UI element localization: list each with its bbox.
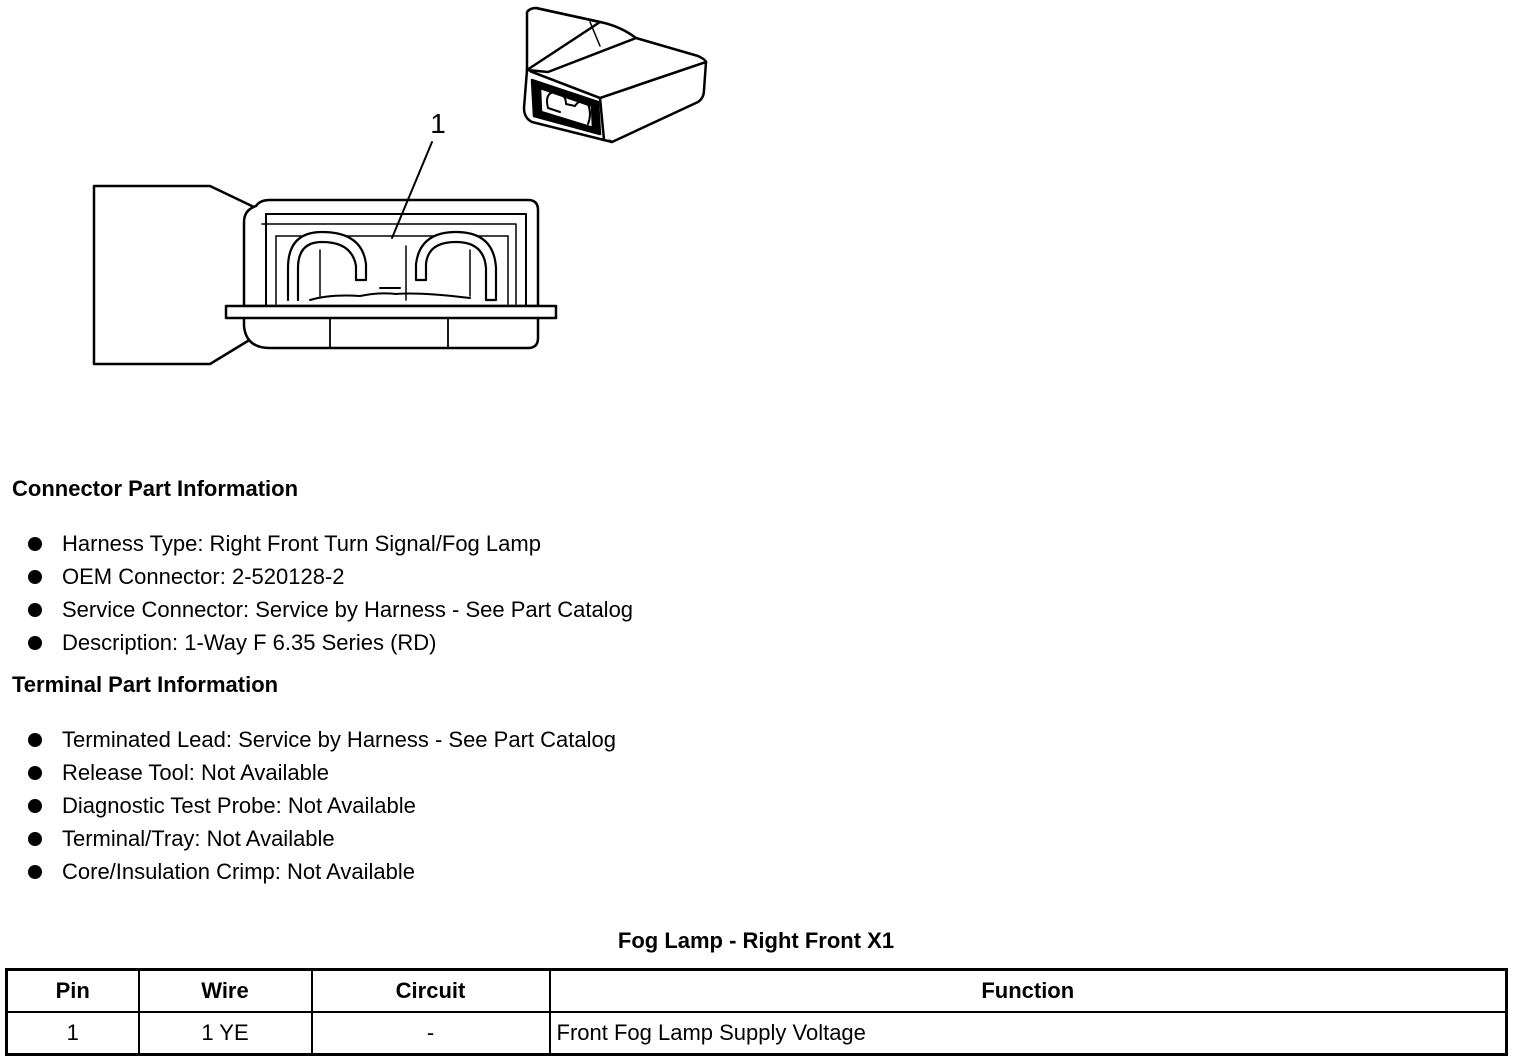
list-item: Service Connector: Service by Harness - … [28, 596, 633, 629]
cell-function: Front Fog Lamp Supply Voltage [548, 1011, 1508, 1056]
cell-pin: 1 [5, 1011, 140, 1056]
bullet-icon [28, 636, 42, 650]
pinout-table-title: Fog Lamp - Right Front X1 [617, 928, 895, 953]
cell-circuit: - [310, 1011, 551, 1056]
callout-label: 1 [430, 108, 446, 139]
bullet-icon [28, 865, 42, 879]
list-item: Terminated Lead: Service by Harness - Se… [28, 726, 616, 759]
terminal-part-info-heading: Terminal Part Information [12, 672, 279, 697]
bullet-icon [28, 537, 42, 551]
list-item: Diagnostic Test Probe: Not Available [28, 792, 616, 825]
column-header-circuit: Circuit [310, 968, 551, 1013]
column-header-function: Function [548, 968, 1508, 1013]
list-item-text: Release Tool: Not Available [62, 760, 330, 785]
pinout-table: Pin Wire Circuit Function 1 1 YE - Front… [5, 968, 1508, 1056]
list-item-text: Service Connector: Service by Harness - … [62, 597, 634, 622]
column-header-pin: Pin [5, 968, 140, 1013]
list-item: Harness Type: Right Front Turn Signal/Fo… [28, 530, 633, 563]
terminal-part-info-list: Terminated Lead: Service by Harness - Se… [28, 726, 616, 891]
list-item: Terminal/Tray: Not Available [28, 825, 616, 858]
list-item: Description: 1-Way F 6.35 Series (RD) [28, 629, 633, 662]
bullet-icon [28, 766, 42, 780]
bullet-icon [28, 832, 42, 846]
connector-face-view: 1 [92, 108, 558, 366]
bullet-icon [28, 570, 42, 584]
column-header-wire: Wire [137, 968, 313, 1013]
connector-part-info-list: Harness Type: Right Front Turn Signal/Fo… [28, 530, 633, 662]
list-item-text: Terminal/Tray: Not Available [62, 826, 335, 851]
list-item: OEM Connector: 2-520128-2 [28, 563, 633, 596]
list-item-text: OEM Connector: 2-520128-2 [62, 564, 345, 589]
list-item-text: Core/Insulation Crimp: Not Available [62, 859, 415, 884]
bullet-icon [28, 603, 42, 617]
list-item-text: Description: 1-Way F 6.35 Series (RD) [62, 630, 437, 655]
connector-illustration: 1 [92, 6, 708, 366]
list-item-text: Diagnostic Test Probe: Not Available [62, 793, 416, 818]
list-item-text: Harness Type: Right Front Turn Signal/Fo… [62, 531, 541, 556]
cell-wire: 1 YE [137, 1011, 313, 1056]
table-header-row: Pin Wire Circuit Function [5, 968, 1508, 1013]
connector-part-info-heading: Connector Part Information [12, 476, 299, 501]
list-item: Core/Insulation Crimp: Not Available [28, 858, 616, 891]
list-item-text: Terminated Lead: Service by Harness - Se… [62, 727, 616, 752]
bullet-icon [28, 799, 42, 813]
list-item: Release Tool: Not Available [28, 759, 616, 792]
table-row: 1 1 YE - Front Fog Lamp Supply Voltage [5, 1011, 1508, 1056]
bullet-icon [28, 733, 42, 747]
connector-thumbnail [522, 6, 708, 144]
